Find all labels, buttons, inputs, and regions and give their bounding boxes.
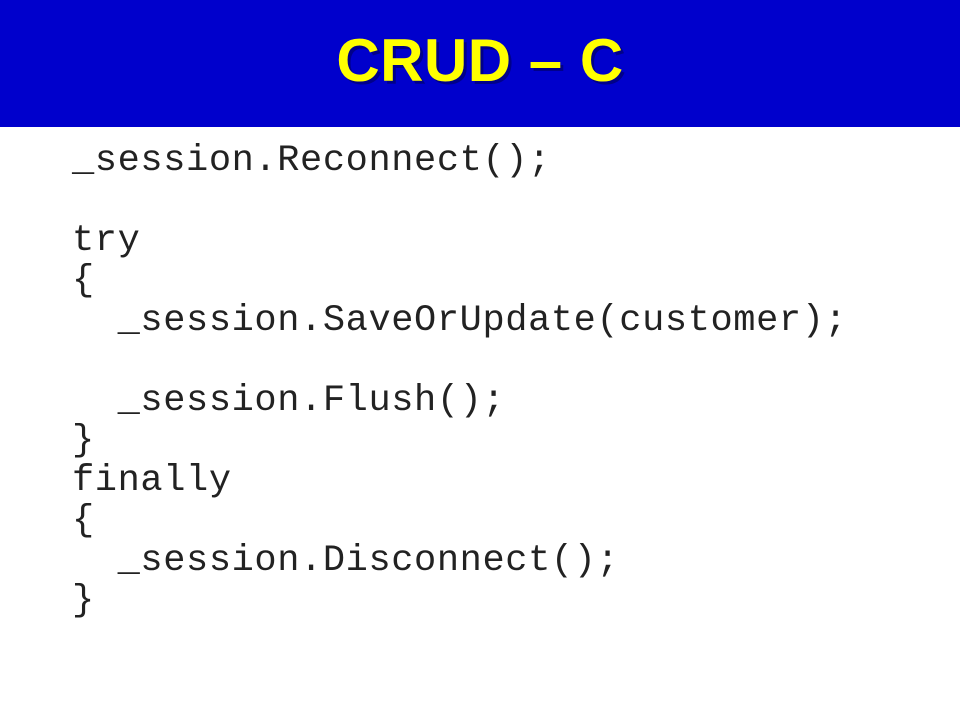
title-banner: CRUD – C bbox=[0, 0, 960, 127]
code-line: finally bbox=[72, 460, 232, 502]
code-line: _session.Flush(); bbox=[72, 380, 506, 422]
code-line: { bbox=[72, 260, 95, 302]
code-line: _session.Reconnect(); bbox=[72, 140, 551, 182]
code-line: } bbox=[72, 580, 95, 622]
code-content-area: _session.Reconnect();try{ _session.SaveO… bbox=[0, 127, 960, 720]
code-line: { bbox=[72, 500, 95, 542]
code-line: try bbox=[72, 220, 141, 262]
code-block: _session.Reconnect();try{ _session.SaveO… bbox=[72, 141, 847, 621]
code-line: _session.SaveOrUpdate(customer); bbox=[72, 300, 848, 342]
slide-title: CRUD – C bbox=[336, 26, 624, 94]
code-line: } bbox=[72, 420, 95, 462]
code-line: _session.Disconnect(); bbox=[72, 540, 620, 582]
code-line bbox=[72, 181, 847, 221]
code-line bbox=[72, 341, 847, 381]
